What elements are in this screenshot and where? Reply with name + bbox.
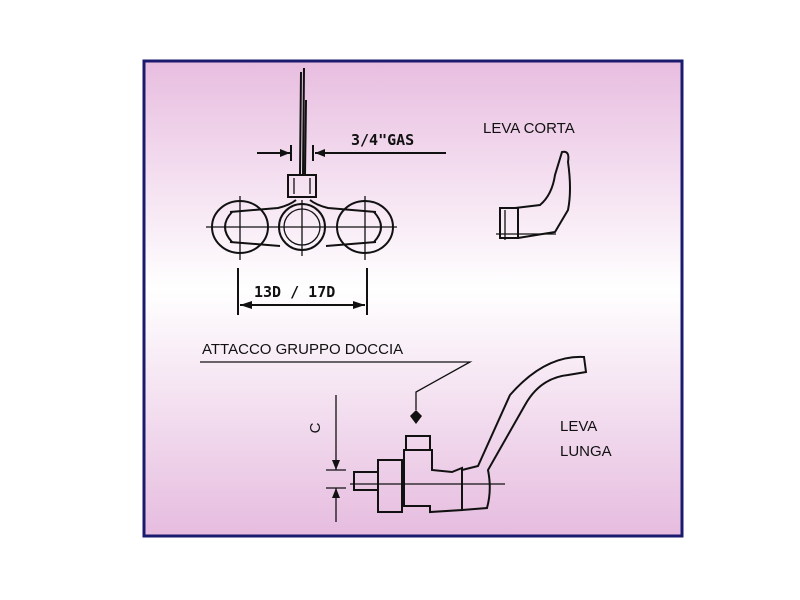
side-view-mixer xyxy=(350,355,588,514)
long-lever-label-line2: LUNGA xyxy=(560,443,612,460)
shower-connection-callout: ATTACCO GRUPPO DOCCIA xyxy=(200,341,473,424)
long-lever-label-line1: LEVA xyxy=(560,418,597,435)
dimension-c: C xyxy=(307,395,346,522)
short-lever-view: LEVA CORTA xyxy=(483,120,575,240)
drawing-frame xyxy=(142,59,684,538)
front-view-mixer xyxy=(206,67,397,260)
shower-connection-label: ATTACCO GRUPPO DOCCIA xyxy=(202,341,403,358)
spacing-label: 13D / 17D xyxy=(254,283,335,301)
long-lever-labels: LEVA LUNGA xyxy=(560,418,612,460)
dimension-c-label: C xyxy=(307,422,324,433)
spacing-dimension: 13D / 17D xyxy=(237,268,368,315)
thread-dimension: 3/4"GAS xyxy=(257,131,446,161)
short-lever-label: LEVA CORTA xyxy=(483,120,575,137)
thread-size-label: 3/4"GAS xyxy=(351,131,414,149)
